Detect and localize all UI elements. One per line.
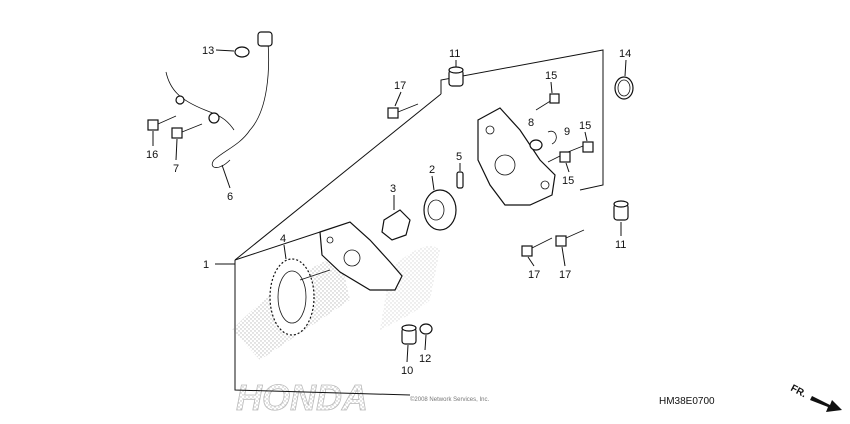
bolt-17-lower-b xyxy=(555,229,585,247)
pump-body xyxy=(319,221,403,291)
oil-tube xyxy=(165,31,273,168)
callout-10: 10 xyxy=(401,365,413,377)
bolt-17-top xyxy=(387,103,419,119)
callout-labels: 13 11 14 17 15 8 9 15 15 16 7 6 2 5 3 11… xyxy=(146,45,631,377)
front-direction-marker: FR. xyxy=(789,383,842,412)
rotor-2 xyxy=(423,189,457,231)
callout-4: 4 xyxy=(280,233,286,245)
assembly-bracket xyxy=(234,49,604,396)
callout-14: 14 xyxy=(619,48,631,60)
callout-16: 16 xyxy=(146,149,158,161)
callout-17-lower-b: 17 xyxy=(559,269,571,281)
washer-12 xyxy=(419,323,433,335)
callout-15-c: 15 xyxy=(562,175,574,187)
bolt-7 xyxy=(171,123,203,139)
callout-17-lower-a: 17 xyxy=(528,269,540,281)
pump-cover xyxy=(477,107,556,206)
collar-10 xyxy=(401,324,417,345)
sprocket-4 xyxy=(269,258,331,336)
collar-11-top xyxy=(448,66,464,87)
copyright-text: ©2008 Network Services, Inc. xyxy=(410,396,489,403)
washer-13 xyxy=(234,46,250,58)
callout-11-right: 11 xyxy=(615,239,626,251)
callout-12: 12 xyxy=(419,353,431,365)
callout-13: 13 xyxy=(202,45,214,57)
clip-9 xyxy=(547,130,557,145)
pin-5 xyxy=(456,171,464,189)
callout-5: 5 xyxy=(456,151,462,163)
seal-8 xyxy=(529,139,543,151)
callout-1: 1 xyxy=(203,259,209,271)
callout-9: 9 xyxy=(564,126,570,138)
collar-11-right xyxy=(613,200,629,221)
bolt-15-a xyxy=(535,93,560,111)
callout-15-a: 15 xyxy=(545,70,557,82)
bolt-15-c xyxy=(547,151,571,163)
callout-3: 3 xyxy=(390,183,396,195)
callout-15-b: 15 xyxy=(579,120,591,132)
callout-8: 8 xyxy=(528,117,534,129)
bolt-15-b xyxy=(567,141,594,153)
bolt-17-lower-a xyxy=(521,237,553,257)
drawing-code: HM38E0700 xyxy=(659,396,715,407)
watermark-text: HONDA xyxy=(236,377,368,418)
callout-7: 7 xyxy=(173,163,179,175)
inner-rotor-3 xyxy=(381,209,411,241)
callout-2: 2 xyxy=(429,164,435,176)
callout-11-top: 11 xyxy=(449,48,460,60)
bolt-16 xyxy=(147,115,177,131)
callout-17-top: 17 xyxy=(394,80,406,92)
callout-6: 6 xyxy=(227,191,233,203)
leader-lines xyxy=(152,49,627,363)
front-arrow-icon xyxy=(810,396,842,412)
front-label: FR. xyxy=(789,383,809,400)
